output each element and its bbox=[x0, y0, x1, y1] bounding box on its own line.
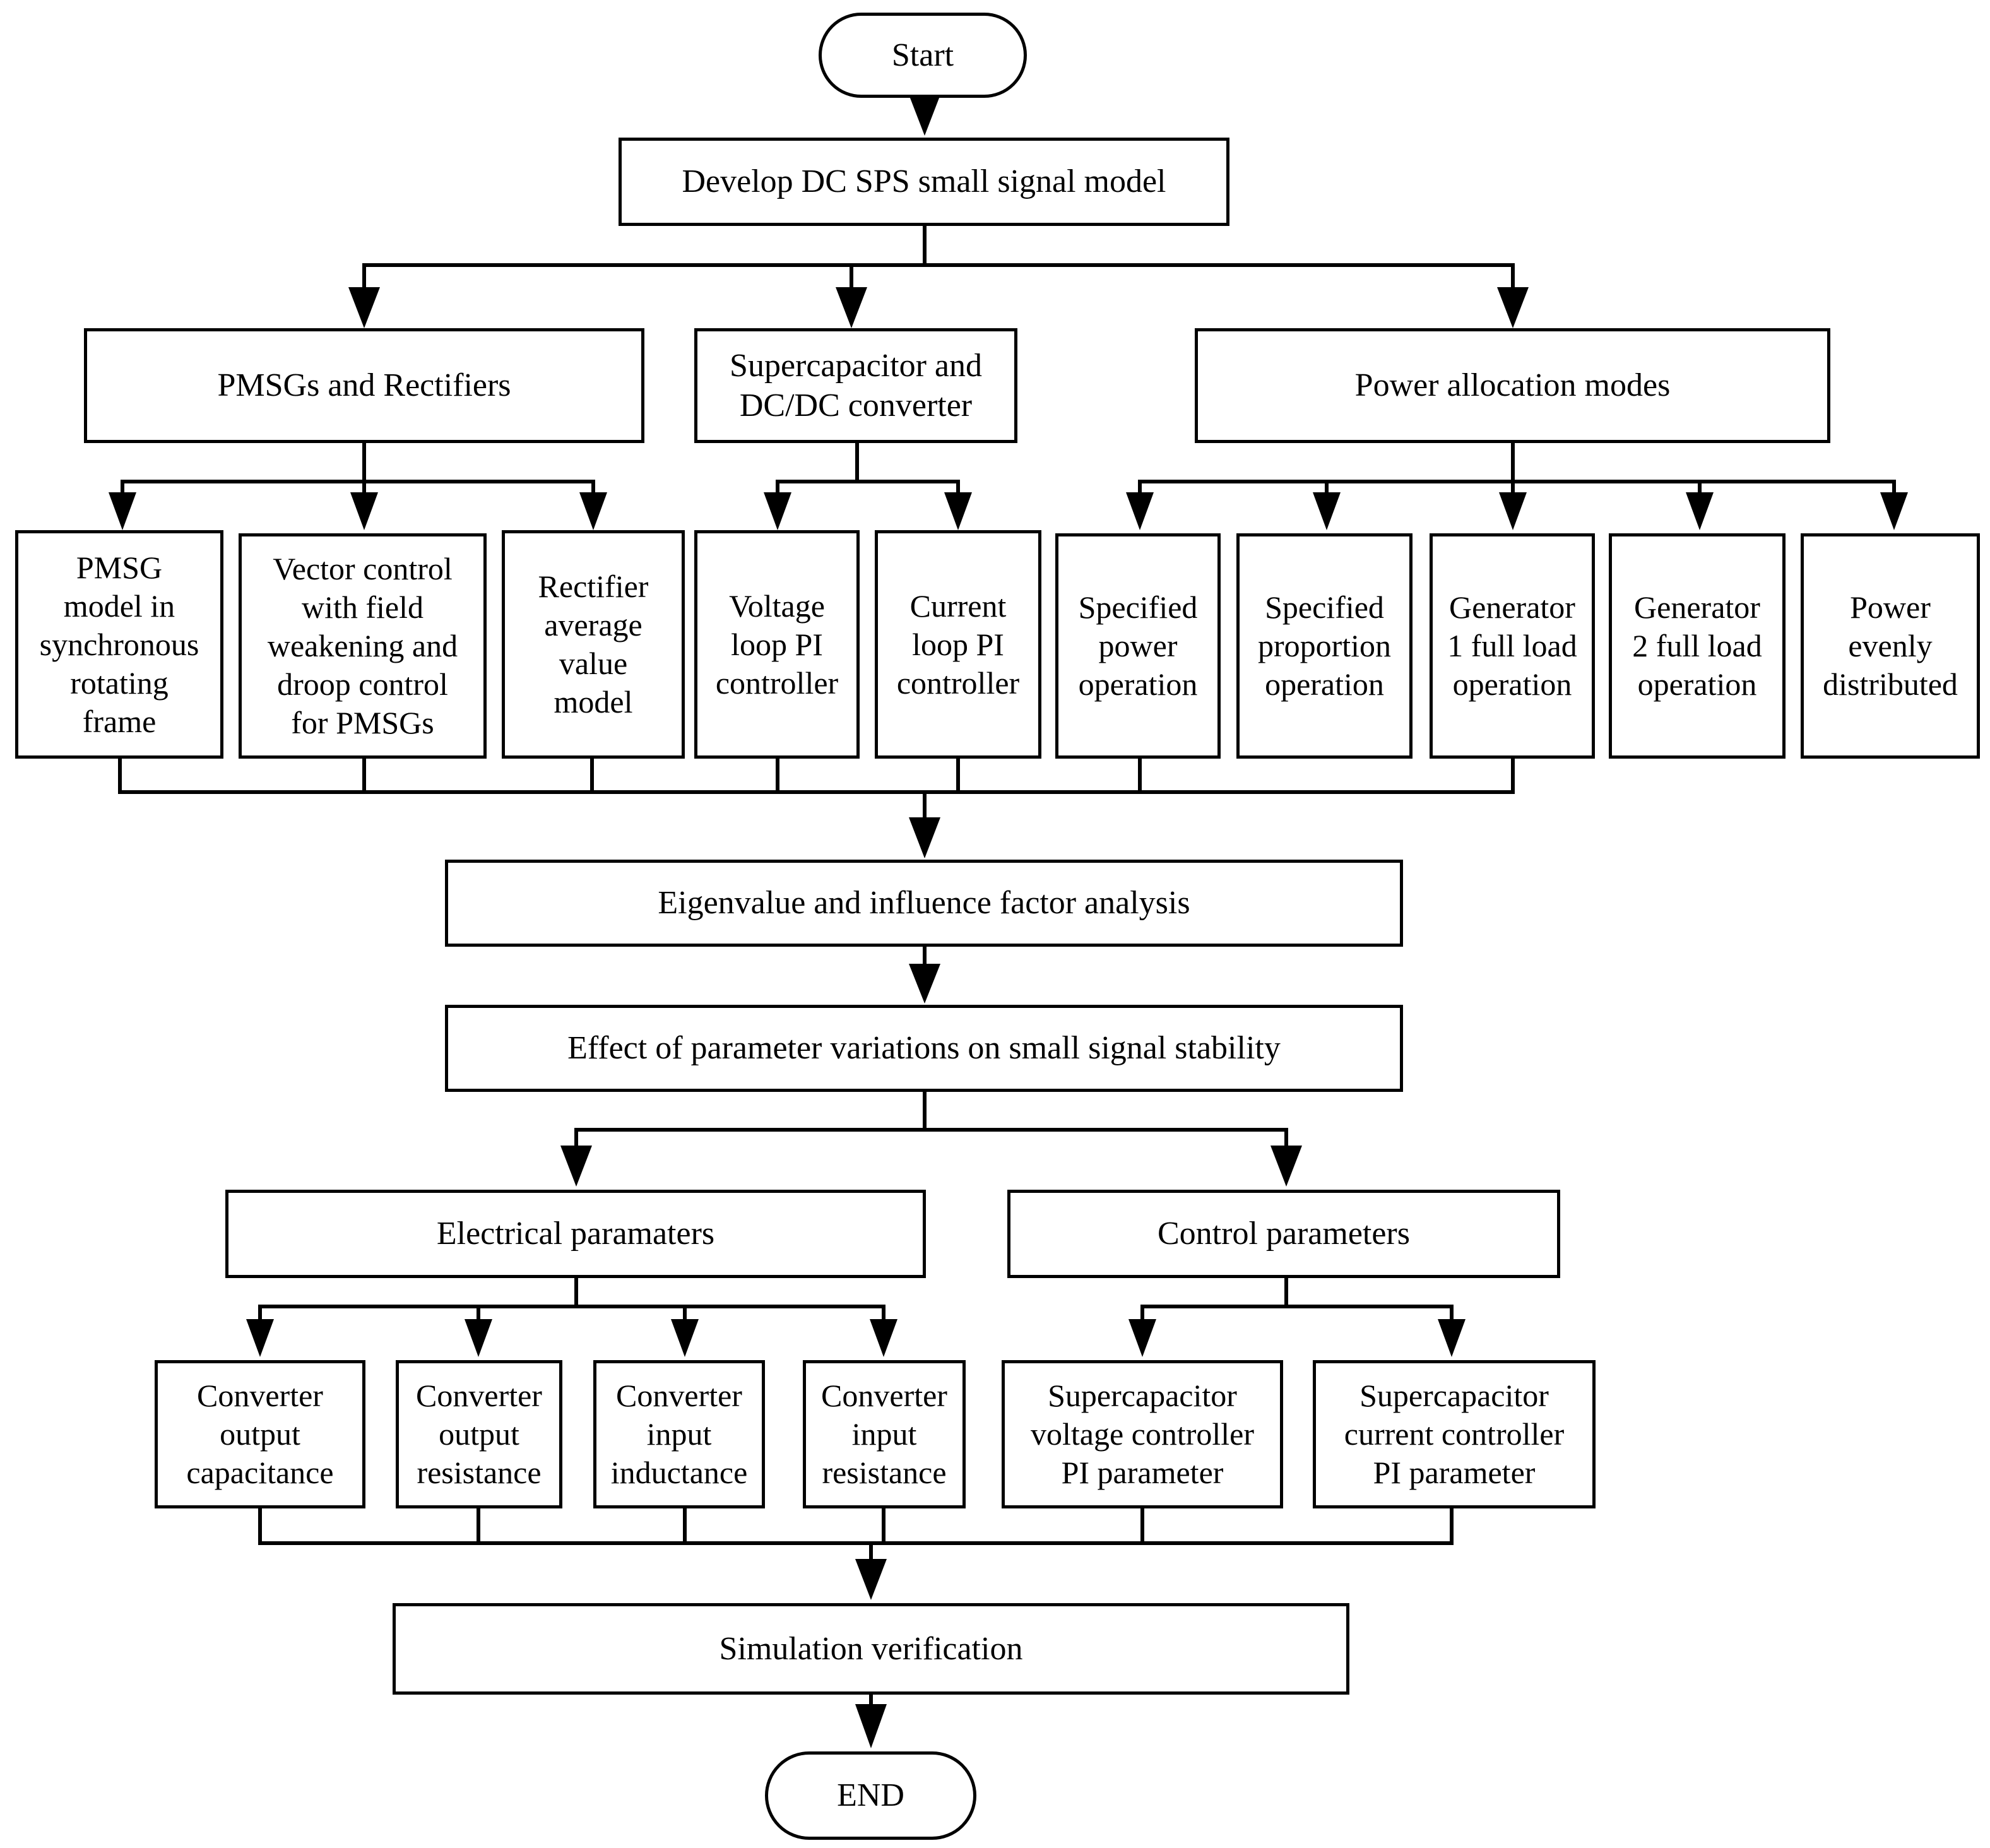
parameter-variation-effect-box: Effect of parameter variations on small … bbox=[445, 1005, 1403, 1092]
simulation-verification-box: Simulation verification bbox=[393, 1603, 1349, 1695]
electrical-parameters-box: Electrical paramaters bbox=[225, 1190, 926, 1278]
rectifier-model-box: Rectifier average value model bbox=[502, 530, 685, 759]
supercapacitor-converter-box: Supercapacitor and DC/DC converter bbox=[694, 328, 1017, 443]
power-evenly-distributed-box: Power evenly distributed bbox=[1801, 533, 1980, 759]
converter-output-capacitance-box: Converter output capacitance bbox=[155, 1360, 365, 1508]
generator2-full-load-box: Generator 2 full load operation bbox=[1609, 533, 1786, 759]
start-terminal: Start bbox=[819, 13, 1027, 98]
end-terminal: END bbox=[765, 1751, 976, 1840]
pmsgs-rectifiers-box: PMSGs and Rectifiers bbox=[84, 328, 644, 443]
generator1-full-load-box: Generator 1 full load operation bbox=[1430, 533, 1595, 759]
converter-input-inductance-box: Converter input inductance bbox=[593, 1360, 765, 1508]
control-parameters-box: Control parameters bbox=[1007, 1190, 1560, 1278]
supercapacitor-current-controller-box: Supercapacitor current controller PI par… bbox=[1313, 1360, 1596, 1508]
pmsg-model-box: PMSG model in synchronous rotating frame bbox=[15, 530, 223, 759]
eigenvalue-analysis-box: Eigenvalue and influence factor analysis bbox=[445, 860, 1403, 947]
converter-output-resistance-box: Converter output resistance bbox=[396, 1360, 562, 1508]
converter-input-resistance-box: Converter input resistance bbox=[803, 1360, 966, 1508]
specified-power-box: Specified power operation bbox=[1055, 533, 1221, 759]
vector-control-box: Vector control with field weakening and … bbox=[239, 533, 487, 759]
supercapacitor-voltage-controller-box: Supercapacitor voltage controller PI par… bbox=[1002, 1360, 1283, 1508]
current-loop-box: Current loop PI controller bbox=[875, 530, 1041, 759]
develop-model-box: Develop DC SPS small signal model bbox=[619, 138, 1229, 226]
specified-proportion-box: Specified proportion operation bbox=[1236, 533, 1413, 759]
power-allocation-box: Power allocation modes bbox=[1195, 328, 1830, 443]
voltage-loop-box: Voltage loop PI controller bbox=[694, 530, 860, 759]
